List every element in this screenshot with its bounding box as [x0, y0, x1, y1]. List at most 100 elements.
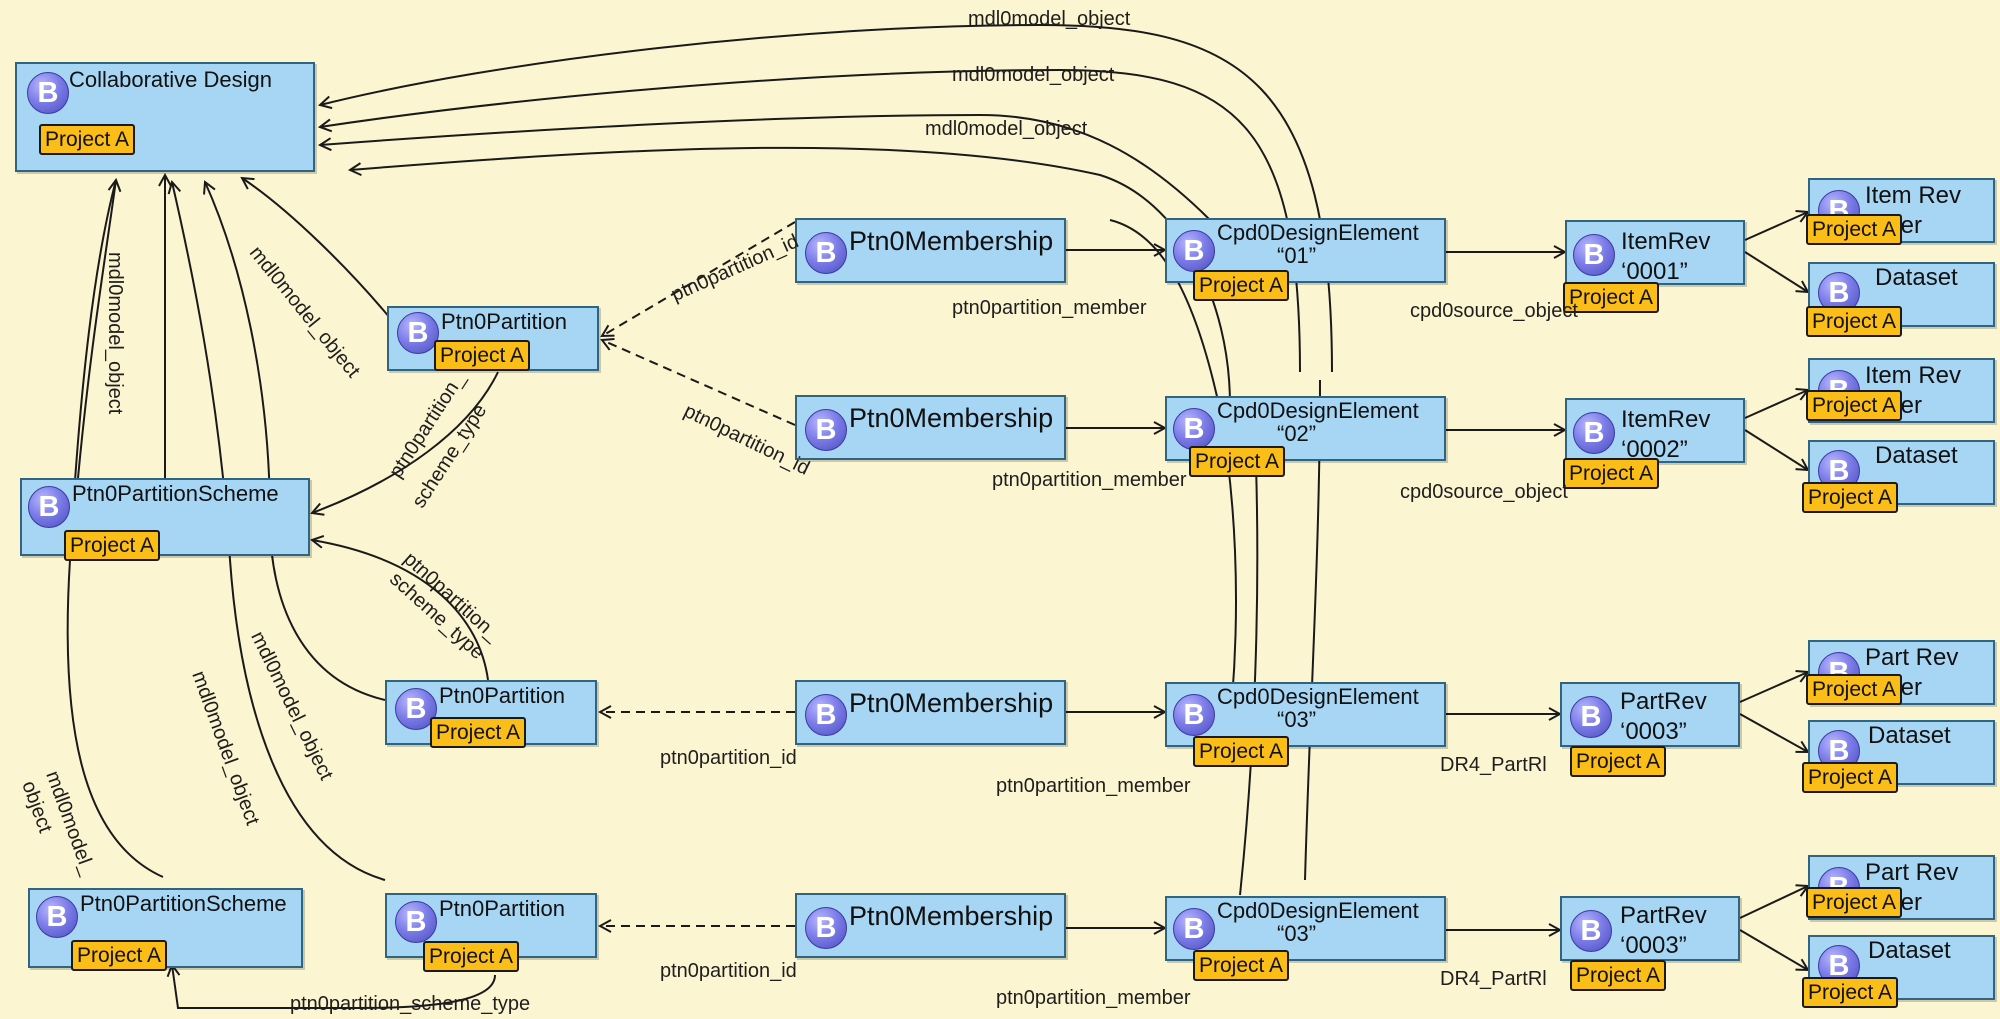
edge-label: cpd0source_object — [1410, 300, 1578, 322]
part-revision-node-2[interactable]: B PartRev ‘0003” Project A — [1560, 896, 1740, 991]
project-tag: Project A — [1563, 458, 1660, 489]
project-tag: Project A — [434, 340, 531, 371]
project-tag: Project A — [1563, 282, 1660, 313]
project-tag: Project A — [1193, 736, 1290, 767]
b-icon: B — [27, 72, 69, 114]
edge-scheme1-collab-1 — [77, 180, 116, 479]
node-title: Ptn0Partition — [439, 683, 565, 708]
b-icon: B — [805, 907, 847, 949]
design-element-node-3[interactable]: B Cpd0DesignElement “03” Project A — [1165, 682, 1446, 767]
edge-label: ptn0partition_member — [992, 469, 1187, 491]
b-icon: B — [1173, 908, 1215, 950]
design-element-node-2[interactable]: B Cpd0DesignElement “02” Project A — [1165, 396, 1446, 477]
project-tag: Project A — [1806, 887, 1903, 918]
edge-label: ptn0partition_member — [996, 775, 1191, 797]
node-title: Part Rev — [1865, 859, 1959, 886]
dataset-node-4[interactable]: B Dataset Project A — [1802, 935, 1995, 1008]
node-subtitle: “03” — [1277, 921, 1317, 946]
node-title: Ptn0PartitionScheme — [72, 481, 279, 506]
membership-node-2[interactable]: B Ptn0Membership — [795, 395, 1066, 460]
membership-node-4[interactable]: B Ptn0Membership — [795, 893, 1066, 958]
partition-scheme-node-2[interactable]: B Ptn0PartitionScheme Project A — [28, 888, 303, 971]
node-title: Part Rev — [1865, 644, 1959, 671]
edge-label: mdl0model_object — [968, 8, 1131, 30]
b-icon: B — [28, 486, 70, 528]
membership-node-1[interactable]: B Ptn0Membership — [795, 218, 1066, 283]
node-subtitle: “02” — [1277, 421, 1317, 446]
edge-mdl0model-object-1 — [320, 23, 1333, 373]
b-icon: B — [1173, 694, 1215, 736]
node-title: Dataset — [1875, 264, 1958, 291]
node-title: Ptn0Partition — [441, 309, 567, 334]
project-tag: Project A — [1806, 390, 1903, 421]
node-subtitle: ‘0003” — [1620, 932, 1687, 959]
project-tag: Project A — [1802, 482, 1899, 513]
partition-node-1[interactable]: B Ptn0Partition Project A — [387, 306, 599, 371]
project-tag: Project A — [1802, 762, 1899, 793]
edge-pid-2 — [602, 340, 796, 426]
edge-part2-scheme1 — [312, 540, 489, 681]
edge-label: ptn0partition_id — [660, 960, 797, 982]
edge-label: mdl0model_object — [925, 118, 1088, 140]
design-element-node-1[interactable]: B Cpd0DesignElement “01” Project A — [1165, 218, 1446, 301]
project-tag: Project A — [1806, 674, 1903, 705]
node-title: Dataset — [1875, 442, 1958, 469]
b-icon: B — [397, 312, 439, 354]
edge-rev1-m1 — [1744, 212, 1808, 241]
part-revision-master-node-2[interactable]: B Part Rev ter Project A — [1806, 855, 1995, 920]
edge-rev1-d1 — [1744, 251, 1808, 292]
edge-label: cpd0source_object — [1400, 481, 1568, 503]
edge-label: ptn0partition_id — [660, 747, 797, 769]
node-title: Cpd0DesignElement — [1217, 684, 1419, 709]
project-tag: Project A — [423, 941, 520, 972]
node-subtitle: ‘0003” — [1620, 718, 1687, 745]
item-revision-node-2[interactable]: B ItemRev ‘0002” Project A — [1563, 398, 1745, 489]
item-revision-node-1[interactable]: B ItemRev ‘0001” Project A — [1563, 220, 1745, 313]
edge-label: DR4_PartRl — [1440, 754, 1547, 776]
part-revision-node-1[interactable]: B PartRev ‘0003” Project A — [1560, 682, 1740, 777]
partition-node-2[interactable]: B Ptn0Partition Project A — [385, 680, 597, 748]
project-tag: Project A — [1570, 746, 1667, 777]
project-tag: Project A — [1570, 960, 1667, 991]
node-subtitle: ‘0001” — [1621, 258, 1688, 285]
edge-part1-collab — [242, 178, 391, 319]
node-title: Collaborative Design — [69, 67, 272, 92]
node-title: ItemRev — [1621, 406, 1711, 433]
b-icon: B — [395, 901, 437, 943]
dataset-node-3[interactable]: B Dataset Project A — [1802, 720, 1995, 793]
design-element-node-4[interactable]: B Cpd0DesignElement “03” Project A — [1165, 896, 1446, 981]
collaborative-design-node[interactable]: B Collaborative Design Project A — [15, 62, 315, 172]
edge-part2-collab — [205, 182, 386, 701]
project-tag: Project A — [39, 124, 136, 155]
node-title: ItemRev — [1621, 228, 1711, 255]
part-revision-master-node-1[interactable]: B Part Rev ter Project A — [1806, 640, 1995, 705]
item-revision-master-node-2[interactable]: B Item Rev ter Project A — [1806, 358, 1995, 423]
partition-node-3[interactable]: B Ptn0Partition Project A — [385, 893, 597, 972]
node-title: Cpd0DesignElement — [1217, 398, 1419, 423]
membership-node-3[interactable]: B Ptn0Membership — [795, 680, 1066, 745]
node-title: Item Rev — [1865, 182, 1962, 209]
node-title: PartRev — [1620, 902, 1707, 929]
edge-part3-collab — [172, 182, 386, 881]
node-title: Item Rev — [1865, 362, 1962, 389]
edge-pid-1 — [602, 221, 796, 336]
item-revision-master-node-1[interactable]: B Item Rev ter Project A — [1806, 178, 1995, 245]
edge-rev2-d2 — [1744, 429, 1808, 470]
project-tag: Project A — [1806, 214, 1903, 245]
dataset-node-1[interactable]: B Dataset Project A — [1806, 262, 1995, 337]
node-subtitle: “01” — [1277, 243, 1317, 268]
node-title: PartRev — [1620, 688, 1707, 715]
edge-label: ptn0partition_member — [952, 297, 1147, 319]
node-title: Cpd0DesignElement — [1217, 898, 1419, 923]
edge-rev4-m4 — [1739, 886, 1808, 919]
node-title: Ptn0Membership — [849, 901, 1054, 931]
dataset-node-2[interactable]: B Dataset Project A — [1802, 440, 1995, 513]
node-title: Ptn0Partition — [439, 896, 565, 921]
b-icon: B — [1570, 910, 1612, 952]
b-icon: B — [36, 896, 78, 938]
partition-scheme-node-1[interactable]: B Ptn0PartitionScheme Project A — [20, 478, 310, 561]
edge-label: ptn0partition_scheme_type — [290, 993, 531, 1015]
edge-mdl0model-object-3 — [320, 113, 1211, 221]
edge-rev3-m3 — [1739, 672, 1808, 703]
b-icon: B — [1173, 230, 1215, 272]
